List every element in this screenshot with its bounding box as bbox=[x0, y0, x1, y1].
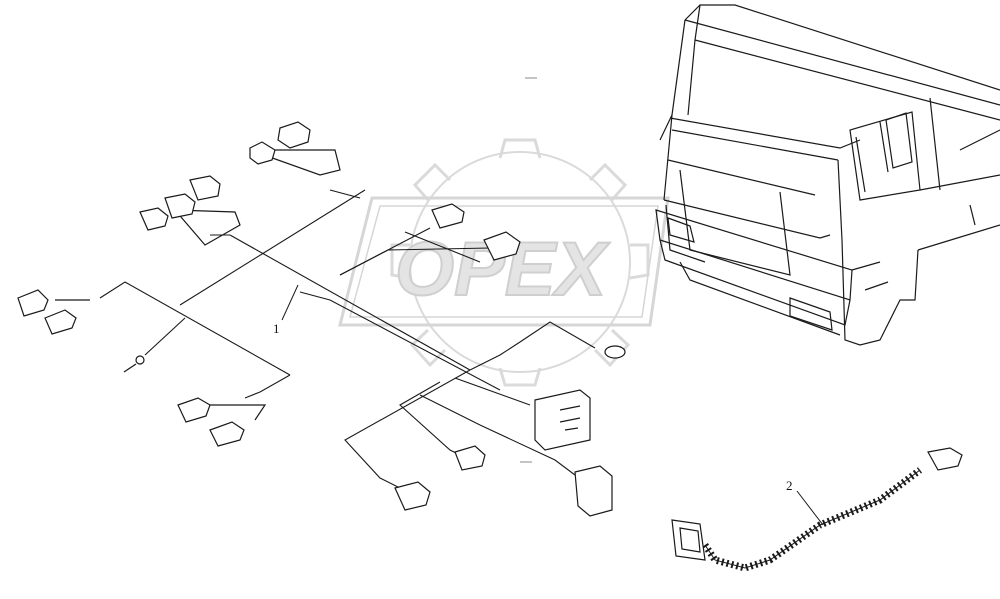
harness-1-connectors bbox=[17, 121, 626, 517]
callout-1: 1 bbox=[273, 284, 299, 336]
stray-marks bbox=[520, 77, 537, 463]
watermark-frame bbox=[338, 196, 670, 327]
connector-bottom-left bbox=[394, 481, 431, 511]
gear-icon bbox=[390, 138, 650, 387]
bulb-terminal bbox=[604, 345, 626, 359]
harness-2 bbox=[671, 447, 963, 572]
truck-cab bbox=[655, 4, 1000, 346]
relay-socket bbox=[534, 389, 591, 451]
connector-lower-left-pair bbox=[177, 397, 267, 447]
connector-center-pair bbox=[431, 203, 521, 261]
connector-top-pair bbox=[249, 121, 341, 176]
callout-1-label: 1 bbox=[273, 321, 280, 336]
connector-triple-group bbox=[139, 175, 241, 246]
connector-left-pair bbox=[17, 289, 90, 335]
ring-terminal bbox=[123, 355, 145, 373]
connector-bottom-small bbox=[454, 445, 486, 471]
connector-bottom-large bbox=[574, 465, 613, 517]
harness-1-wires bbox=[99, 189, 596, 489]
harness-2-plug bbox=[671, 519, 706, 561]
harness-2-end-connector bbox=[927, 447, 963, 471]
callout-2-label: 2 bbox=[786, 478, 793, 493]
callout-2: 2 bbox=[786, 478, 824, 526]
